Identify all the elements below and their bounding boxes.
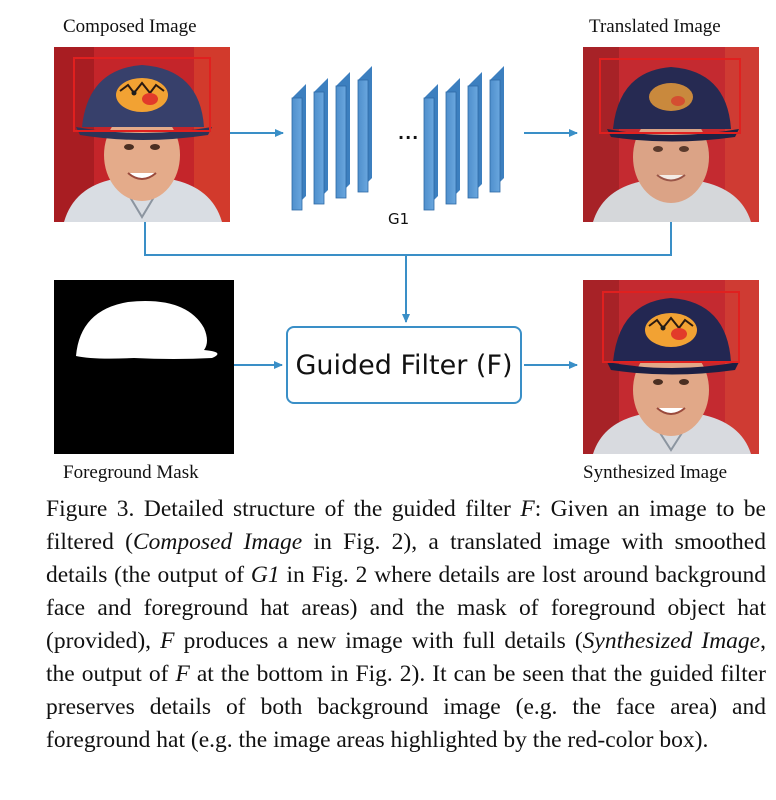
caption-part: : Given an image to be filtered ( — [46, 496, 772, 555]
caption-part: in Fig. 2 where details are lost around … — [46, 562, 772, 654]
guided-filter-label: Guided Filter (F) — [295, 349, 513, 381]
figure-caption: Figure 3. Detailed structure of the guid… — [46, 493, 766, 757]
g1-layer-group-left — [291, 66, 372, 211]
g1-layer-group-right — [423, 66, 504, 211]
merge-connector — [144, 222, 672, 256]
caption-part: Synthesized Image — [582, 628, 761, 654]
caption-part: F — [520, 496, 535, 522]
caption-part: , the output of — [46, 628, 772, 687]
caption-part: produces a new image with full details ( — [174, 628, 583, 654]
translated-image — [583, 47, 759, 222]
tiger-emblem — [116, 78, 168, 112]
composed-image-label: Composed Image — [63, 16, 197, 37]
caption-part: F — [175, 661, 190, 687]
guided-filter-box: Guided Filter (F) — [286, 326, 522, 404]
translated-image-label: Translated Image — [589, 16, 721, 37]
foreground-mask-label: Foreground Mask — [63, 462, 199, 483]
synthesized-image — [583, 280, 759, 454]
g1-label: G1 — [388, 210, 410, 228]
caption-part: at the bottom in Fig. 2). It can be seen… — [46, 661, 772, 753]
synthesized-image-label: Synthesized Image — [583, 462, 728, 483]
tiger-emblem — [645, 313, 697, 347]
foreground-mask-image — [54, 280, 234, 454]
caption-part: F — [160, 628, 175, 654]
caption-part: Figure 3. Detailed structure of the guid… — [46, 496, 521, 522]
composed-image — [54, 47, 230, 222]
caption-part: Composed Image — [132, 529, 303, 555]
caption-part: G1 — [250, 562, 280, 588]
network-ellipsis: ... — [398, 124, 420, 143]
caption-part: in Fig. 2), a translated image with smoo… — [46, 529, 772, 588]
